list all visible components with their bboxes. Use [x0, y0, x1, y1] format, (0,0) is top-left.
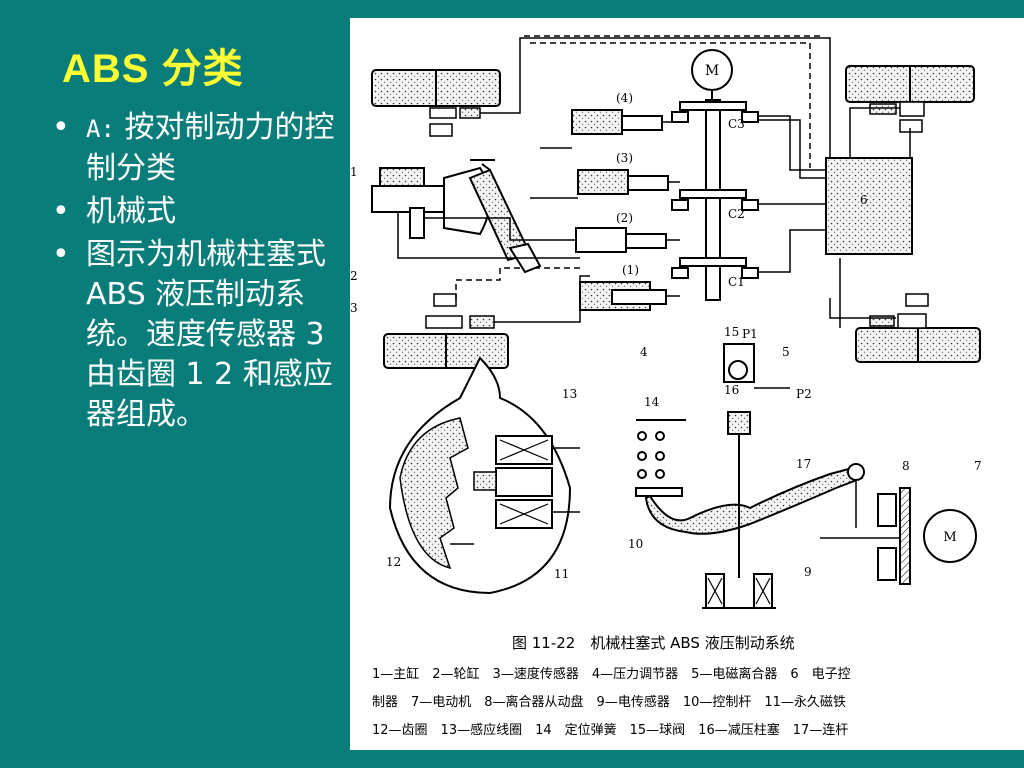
motor-bottom-label: M: [943, 530, 956, 545]
figure-caption-line: 12—齿圈 13—感应线圈 14 定位弹簧 15—球阀 16—减压柱塞 17—连…: [372, 722, 848, 738]
modulator-2-label: (2): [616, 211, 633, 225]
bullet-item: • 机械式: [52, 192, 342, 232]
part-13-label: 13: [562, 387, 577, 401]
slide-title: ABS 分类: [62, 47, 244, 91]
clutch-c3-label: C3: [728, 117, 745, 131]
part-12-label: 12: [386, 555, 401, 569]
figure-caption-line: 1—主缸 2—轮缸 3—速度传感器 4—压力调节器 5—电磁离合器 6 电子控: [372, 666, 851, 682]
bottom-part-labels: 15 16 14 17 10 9 8 7 P1 P2 M: [628, 325, 982, 579]
electronic-controller: 6: [758, 115, 913, 273]
pressure-p1-label: P1: [742, 327, 758, 341]
part-10-label: 10: [628, 537, 643, 551]
modulator-3-label: (3): [616, 151, 633, 165]
motor-label: M: [705, 63, 719, 79]
bullet-item: • A: 按对制动力的控制分类: [52, 108, 342, 189]
wheel-front-left: [371, 69, 501, 107]
wheel-rear-right: [855, 327, 981, 363]
pressure-p2-label: P2: [796, 387, 812, 401]
bullet-text: 按对制动力的控制分类: [86, 110, 335, 186]
speed-sensor-front-right: [869, 101, 925, 133]
part-14-label: 14: [644, 395, 660, 409]
speed-sensor-front-left: [429, 107, 481, 137]
abs-diagram-svg: M C3 C2 C1 (4) (3) (2) (1): [350, 35, 982, 738]
part-7-label: 7: [974, 459, 982, 473]
modulator-labels: (4) (3) (2) (1): [616, 91, 639, 277]
modulator-4-label: (4): [616, 91, 633, 105]
control-mechanism-detail: [635, 343, 977, 609]
part-9-label: 9: [804, 565, 812, 579]
figure-caption-line: 制器 7—电动机 8—离合器从动盘 9—电传感器 10—控制杆 11—永久磁铁: [372, 694, 846, 710]
part-15-label: 15: [724, 325, 739, 339]
bullet-prefix: A:: [86, 115, 115, 143]
clutch-c2-label: C2: [728, 207, 745, 221]
speed-sensor-rear-right: [869, 293, 929, 329]
clutch-c1-label: C1: [728, 275, 745, 289]
bullet-list: • A: 按对制动力的控制分类 • 机械式 • 图示为机械柱塞式 ABS 液压制…: [52, 108, 342, 438]
part-5-label: 5: [782, 345, 790, 359]
bullet-text: 图示为机械柱塞式 ABS 液压制动系统。速度传感器 3 由齿圈 1 2 和感应器…: [86, 237, 333, 432]
part-16-label: 16: [724, 383, 739, 397]
wheel-front-right: [845, 65, 975, 103]
bullet-item: • 图示为机械柱塞式 ABS 液压制动系统。速度传感器 3 由齿圈 1 2 和感…: [52, 235, 342, 435]
abs-diagram-figure: M C3 C2 C1 (4) (3) (2) (1): [350, 18, 1024, 750]
bullet-dot-icon: •: [52, 237, 70, 272]
pressure-modulators: [571, 109, 669, 311]
modulator-1-label: (1): [622, 263, 639, 277]
hydraulic-lines: [397, 121, 680, 297]
clutch-shaft: [671, 99, 759, 301]
figure-caption-title: 图 11-22 机械柱塞式 ABS 液压制动系统: [512, 634, 795, 652]
top-part-labels: 1 2 3 4 5: [350, 165, 790, 359]
speed-sensor-rear-left: [425, 293, 495, 329]
clutch-labels: C3 C2 C1: [728, 117, 745, 289]
part-1-label: 1: [350, 165, 358, 179]
part-4-label: 4: [640, 345, 648, 359]
motor-top: M: [691, 49, 733, 100]
part-3-label: 3: [350, 301, 358, 315]
bullet-dot-icon: •: [52, 110, 70, 145]
part-11-label: 11: [554, 567, 569, 581]
part-17-label: 17: [796, 457, 811, 471]
bullet-text: 机械式: [86, 194, 176, 229]
part-8-label: 8: [902, 459, 910, 473]
part-2-label: 2: [350, 269, 358, 283]
bullet-dot-icon: •: [52, 194, 70, 229]
controller-label: 6: [860, 193, 868, 207]
wheel-rear-left: [383, 333, 509, 369]
tooth-ring-detail: 13 12 11: [386, 356, 580, 595]
